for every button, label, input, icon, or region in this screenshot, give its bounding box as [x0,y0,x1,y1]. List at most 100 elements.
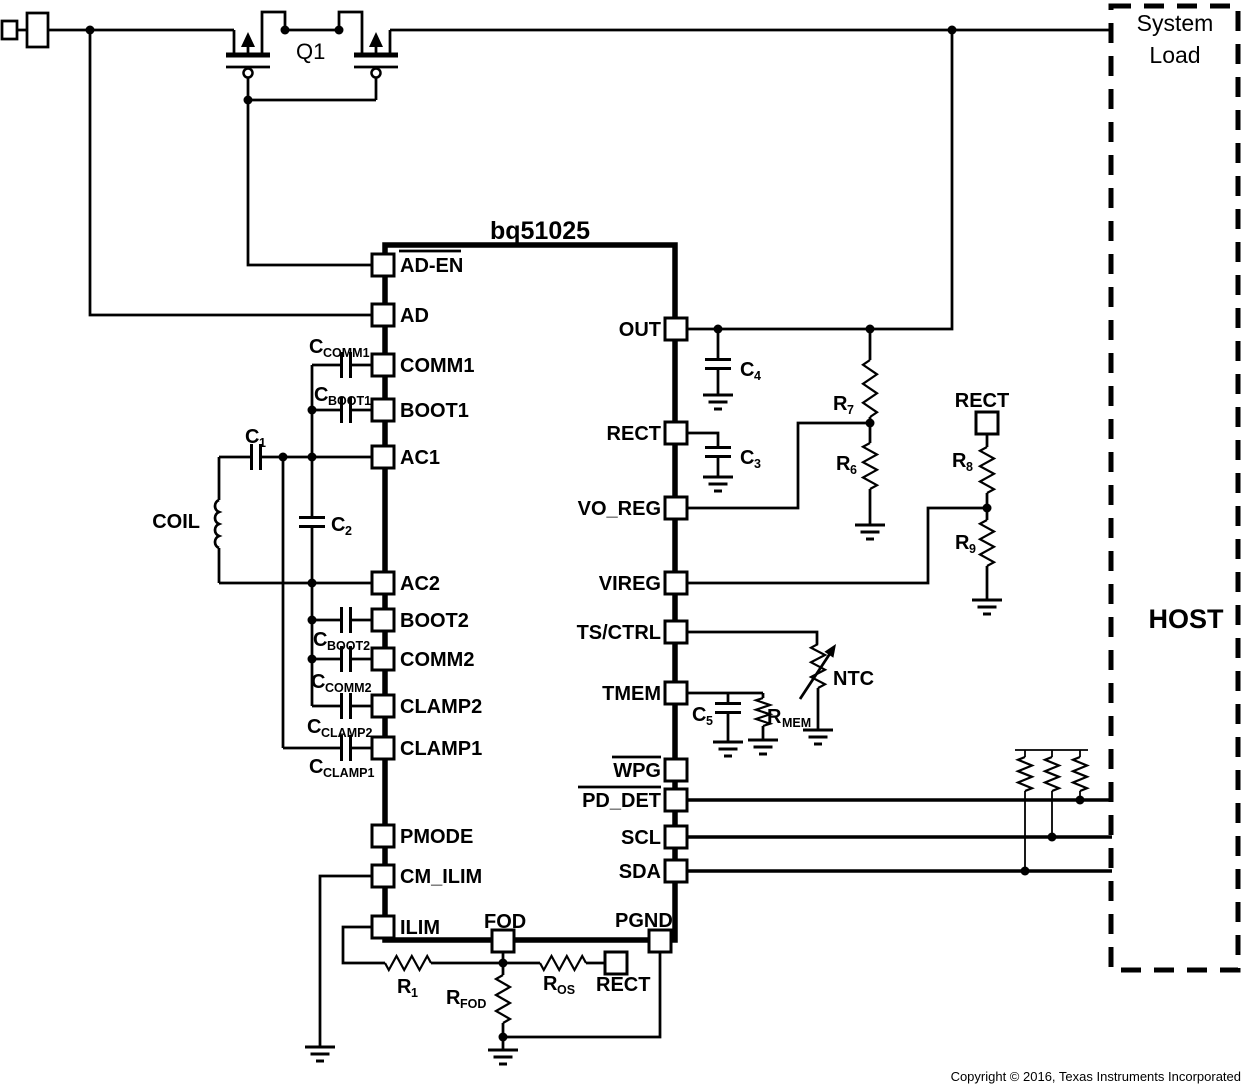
body-diode-arrow [241,32,255,47]
junction-dot [307,615,317,625]
pin-ilim-label: ILIM [400,917,440,939]
system-load-label-line1: System [1137,10,1214,36]
pin-clamp1-label: CLAMP1 [400,738,482,760]
i2c-network [676,749,1112,876]
c5-sub: 5 [706,714,713,728]
r8-label: R [952,450,967,472]
junction-dot [307,654,317,664]
pin-cm-ilim-label: CM_ILIM [400,866,482,888]
pin-fod: FOD [484,911,526,954]
c4-sub: 4 [754,369,761,383]
r8-sub: 8 [966,460,973,474]
pin-ad: AD [370,302,429,328]
r6-sub: 6 [850,463,857,477]
pin-ad-en: AD-EN [370,249,463,278]
pin-wpg: WPG [612,755,689,783]
pin-boot2: BOOT2 [370,607,469,633]
pmos-left [226,10,287,100]
cboot1-label: C [314,384,328,406]
junction-dot [713,324,723,334]
ground-symbol [303,1045,337,1063]
ntc-thermistor [808,643,828,689]
ntc-arrow-head [824,644,836,658]
cboot2-label: C [313,629,327,651]
pullup-resistor-sda [1015,755,1035,793]
gate-bubble [242,67,254,79]
junction-dot [982,503,992,513]
pin-pd-det: PD_DET [578,785,689,813]
pin-out: OUT [619,316,689,342]
pin-clamp2-label: CLAMP2 [400,696,482,718]
junction-dot [1075,795,1085,805]
r9-sub: 9 [969,542,976,556]
c4-label: C [740,359,754,381]
ground-symbol [970,598,1004,616]
cclamp2-label: C [307,716,321,738]
capacitor-c2 [297,516,327,528]
cboot2-sub: BOOT2 [327,639,370,653]
ros-label: R [543,973,558,995]
copyright-text: Copyright © 2016, Texas Instruments Inco… [951,1069,1241,1084]
ground-symbol [701,393,735,411]
capacitor-cclamp2 [340,691,352,721]
rect-terminal-bottom [603,950,629,976]
resistor-rmem [752,696,774,728]
pin-vireg: VIREG [599,570,689,596]
r6-label: R [836,453,851,475]
pin-sda-label: SDA [619,861,661,883]
rect-terminal-top [974,410,1000,436]
resistor-ros [539,953,587,973]
ntc-network: NTC [676,630,874,746]
bottom-network: R 1 R FOD R OS RECT [303,874,662,1066]
pin-ac2: AC2 [370,570,440,596]
pin-out-label: OUT [619,319,661,341]
pin-ts-ctrl: TS/CTRL [577,619,689,645]
pin-clamp2: CLAMP2 [370,693,482,719]
junction-dot [278,452,288,462]
pin-pd-det-label: PD_DET [582,790,661,812]
rect-terminal-bottom-label: RECT [596,974,650,996]
rfod-label: R [446,987,461,1009]
dc-input-connector [0,11,50,49]
pin-pmode: PMODE [370,823,473,849]
junction-dot [307,452,317,462]
pullup-resistor-scl [1042,755,1062,793]
ground-symbol [486,1048,520,1066]
gate-bubble [370,67,382,79]
coil-inductor [213,457,223,583]
cclamp1-sub: CLAMP1 [323,766,374,780]
pin-vireg-label: VIREG [599,573,661,595]
pin-sda: SDA [619,858,689,884]
c1-label: C [245,426,259,448]
resistor-r8 [977,446,997,494]
coil-resonant-network: COIL C 1 C 2 C COMM1 C BOOT1 C BOOT2 C C… [152,336,383,780]
ccomm1-sub: COMM1 [323,346,370,360]
cclamp1-label: C [309,756,323,778]
junction-dot [865,418,875,428]
c3-label: C [740,447,754,469]
ic-title: bq51025 [490,217,590,245]
junction-dot [280,25,290,35]
r7-label: R [833,393,848,415]
rfod-sub: FOD [460,997,486,1011]
pin-comm1-label: COMM1 [400,355,474,377]
pin-boot1: BOOT1 [370,397,469,423]
tmem-network: C 5 R MEM [676,691,811,758]
junction-dot [85,25,95,35]
pin-boot2-label: BOOT2 [400,610,469,632]
r9-label: R [955,532,970,554]
ic-bottom-pins: FOD PGND [484,910,673,954]
capacitor-c4 [703,358,733,370]
cclamp2-sub: CLAMP2 [321,726,372,740]
ros-sub: OS [557,983,575,997]
pin-ad-label: AD [400,305,429,327]
ic-right-pins: OUT RECT VO_REG VIREG TS/CTRL TMEM WPG P… [577,316,689,884]
pin-pgnd-label: PGND [615,910,673,932]
pin-clamp1: CLAMP1 [370,735,482,761]
ground-symbol [701,475,735,493]
rect-network: C 3 [676,431,761,493]
pmos-right [337,10,398,100]
c2-label: C [331,514,345,536]
